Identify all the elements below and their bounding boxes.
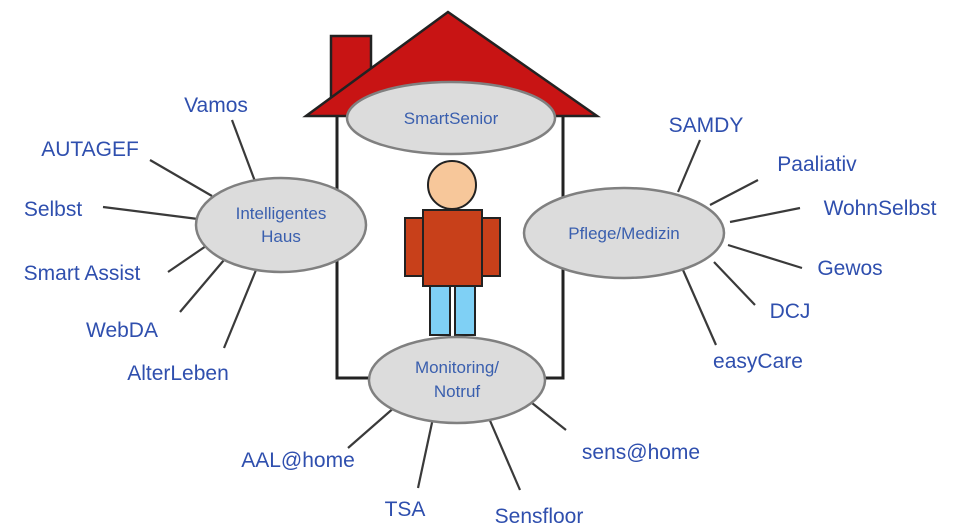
hub-intelligentes-haus-line2: Haus <box>261 227 301 246</box>
project-label: WohnSelbst <box>824 197 937 220</box>
spoke <box>222 269 258 349</box>
project-label: easyCare <box>713 350 803 373</box>
spoke <box>230 119 258 185</box>
spoke <box>486 415 522 491</box>
projects-left: Vamos AUTAGEF Selbst Smart Assist WebDA … <box>24 94 248 385</box>
spoke <box>709 179 759 206</box>
person-torso <box>422 209 483 287</box>
person-figure <box>404 160 501 336</box>
project-label: Selbst <box>24 198 83 221</box>
spokes-left <box>102 119 258 349</box>
project-label: AUTAGEF <box>41 138 139 161</box>
project-label: SAMDY <box>669 114 744 137</box>
spokes-right <box>676 139 803 346</box>
person-left-leg <box>429 284 451 336</box>
hub-pflege-medizin: Pflege/Medizin <box>522 186 726 280</box>
spoke <box>102 205 199 221</box>
spoke <box>729 206 801 224</box>
project-label: WebDA <box>86 319 158 342</box>
spoke <box>676 139 702 193</box>
person-head <box>427 160 477 210</box>
hub-smartsenior: SmartSenior <box>345 80 557 156</box>
spoke <box>531 402 567 431</box>
spoke <box>149 159 213 197</box>
hub-intelligentes-haus: Intelligentes Haus <box>194 176 368 274</box>
spoke <box>347 405 397 449</box>
person-right-leg <box>454 284 476 336</box>
hub-monitoring-notruf: Monitoring/ Notruf <box>367 335 547 425</box>
spoke <box>416 417 435 489</box>
project-label: sens@home <box>582 441 700 464</box>
project-label: AlterLeben <box>127 362 229 385</box>
hub-monitoring-notruf-line2: Notruf <box>434 382 481 401</box>
spokes-bottom <box>347 402 567 491</box>
spoke <box>727 243 803 270</box>
project-label: AAL@home <box>241 449 355 472</box>
project-label: Sensfloor <box>495 505 584 528</box>
project-label: DCJ <box>770 300 811 323</box>
project-label: Gewos <box>817 257 882 280</box>
spoke <box>167 245 207 273</box>
hub-pflege-medizin-label: Pflege/Medizin <box>568 224 680 243</box>
hub-intelligentes-haus-line1: Intelligentes <box>236 204 327 223</box>
person-left-arm <box>404 217 424 277</box>
project-label: Smart Assist <box>24 262 141 285</box>
person-right-arm <box>481 217 501 277</box>
projects-right: SAMDY Paaliativ WohnSelbst Gewos DCJ eas… <box>669 114 937 373</box>
project-label: Paaliativ <box>777 153 857 176</box>
hub-monitoring-notruf-line1: Monitoring/ <box>415 358 499 377</box>
project-label: Vamos <box>184 94 248 117</box>
spoke <box>179 259 225 313</box>
spoke <box>713 261 756 306</box>
spoke <box>681 269 718 346</box>
projects-bottom: AAL@home TSA Sensfloor sens@home <box>241 441 700 528</box>
hub-smartsenior-label: SmartSenior <box>404 109 499 128</box>
project-label: TSA <box>385 498 426 521</box>
